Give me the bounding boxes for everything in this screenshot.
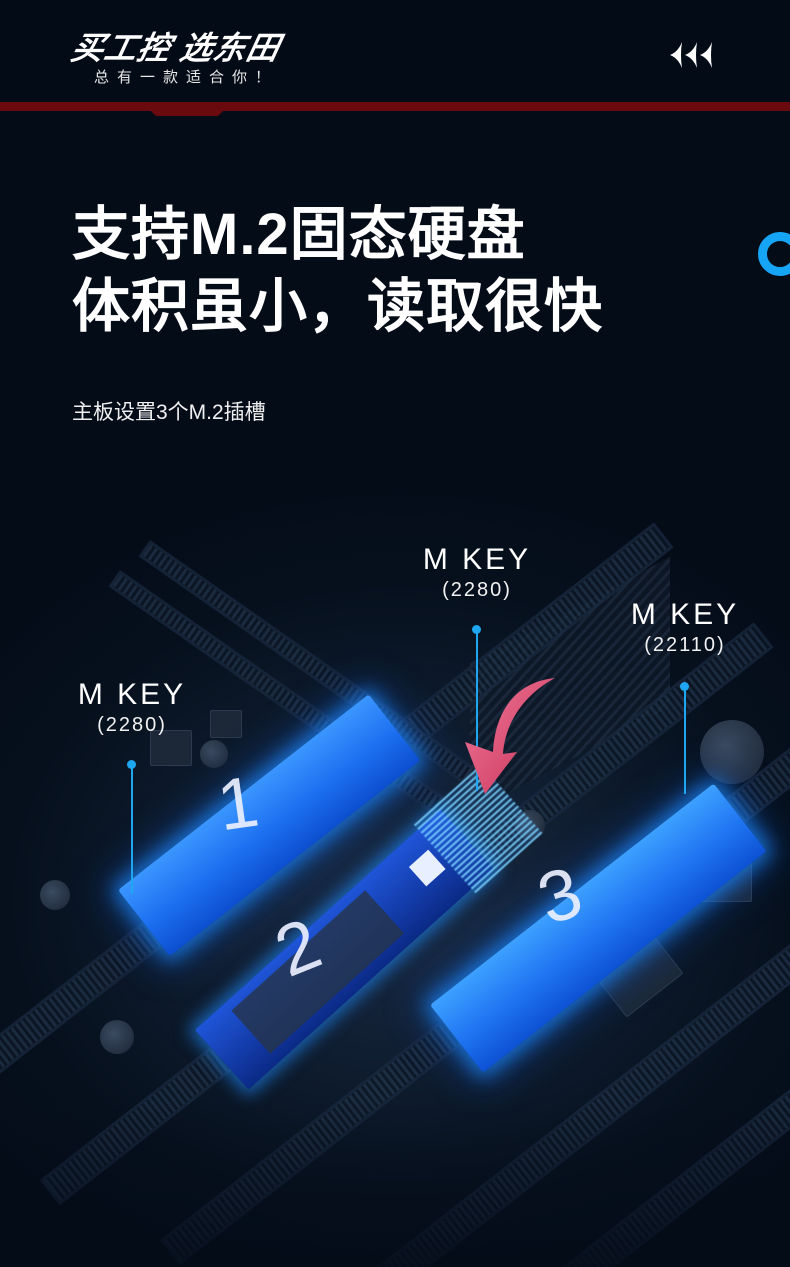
- callout-slot-3: M KEY (22110): [626, 598, 744, 658]
- capacitor: [200, 740, 228, 768]
- callout-leader-line: [684, 686, 686, 794]
- callout-key-label: M KEY: [630, 598, 740, 631]
- header-divider-tab: [150, 110, 224, 116]
- chip: [150, 730, 192, 766]
- headline-line-2: 体积虽小，读取很快: [72, 274, 604, 339]
- callout-size-label: (22110): [644, 634, 726, 656]
- capacitor: [40, 880, 70, 910]
- header: 买工控 选东田 总有一款适合你！: [0, 0, 790, 102]
- brand-slogan: 总有一款适合你！: [94, 69, 279, 86]
- subheadline: 主板设置3个M.2插槽: [72, 401, 266, 424]
- headline-line-1: 支持M.2固态硬盘: [72, 202, 526, 267]
- triple-chevron-left-icon[interactable]: [668, 40, 718, 70]
- callout-key-label: M KEY: [77, 678, 187, 711]
- callout-slot-1: M KEY (2280): [72, 678, 192, 738]
- blue-ring-decoration-icon: [758, 232, 790, 276]
- callout-size-label: (2280): [442, 579, 512, 601]
- callout-leader-line: [131, 764, 133, 894]
- capacitor: [100, 1020, 134, 1054]
- chip: [210, 710, 242, 738]
- curved-arrow-down-icon: [465, 678, 555, 794]
- ssd-controller-chip: [408, 849, 446, 887]
- callout-leader-line: [476, 629, 478, 791]
- callout-key-label: M KEY: [422, 543, 532, 576]
- header-divider: [0, 102, 790, 111]
- capacitor: [700, 720, 764, 784]
- bottom-fade: [0, 1100, 790, 1267]
- callout-size-label: (2280): [97, 714, 167, 736]
- brand-logo: 买工控 选东田: [68, 30, 284, 66]
- callout-slot-2: M KEY (2280): [418, 543, 536, 603]
